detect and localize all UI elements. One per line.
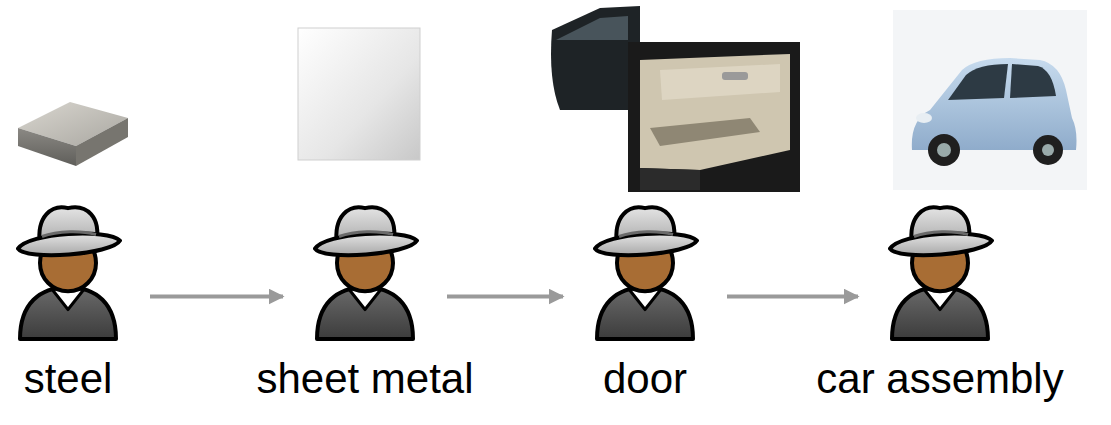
sheet-metal-image — [298, 28, 420, 160]
worker-node: steel — [8, 200, 128, 342]
door-image — [551, 6, 800, 192]
worker-node: door — [585, 200, 705, 342]
worker-icon — [585, 200, 705, 342]
stage-label: sheet metal — [256, 356, 473, 402]
worker-node: sheet metal — [305, 200, 425, 342]
worker-icon — [8, 200, 128, 342]
flow-arrow — [447, 295, 563, 299]
stage-label: door — [603, 356, 687, 402]
stage-label: steel — [24, 356, 113, 402]
worker-icon — [305, 200, 425, 342]
worker-icon — [880, 200, 1000, 342]
stage-label: car assembly — [816, 356, 1063, 402]
flow-arrow — [727, 295, 858, 299]
worker-node: car assembly — [880, 200, 1000, 342]
car-image — [893, 10, 1087, 190]
flow-arrow — [150, 295, 283, 299]
steel-block-image — [18, 102, 128, 166]
